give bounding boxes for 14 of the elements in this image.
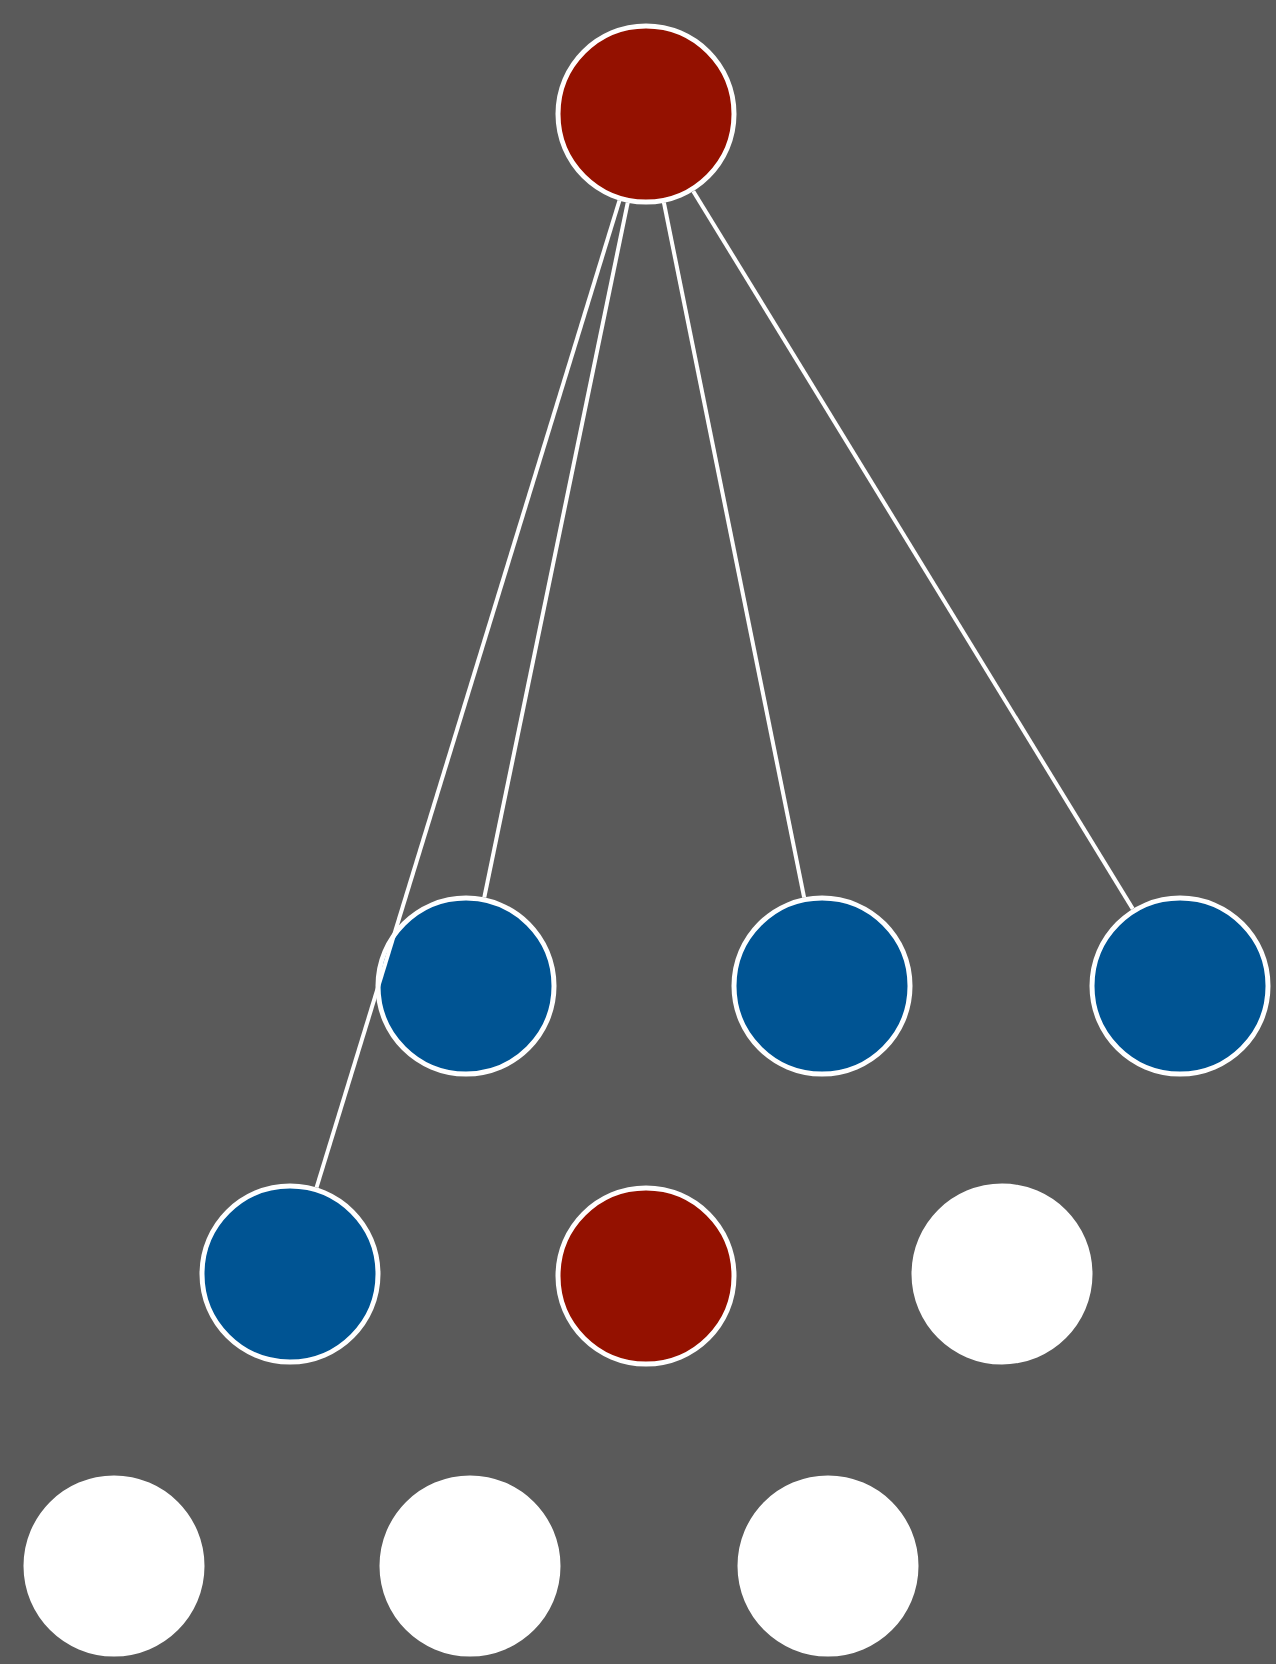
circle-node <box>555 23 737 205</box>
circle-node <box>737 1475 919 1657</box>
connector-line <box>482 202 630 898</box>
connector-line <box>691 190 1135 910</box>
circle-node <box>1089 895 1271 1077</box>
circle-node <box>23 1475 205 1657</box>
circle-node <box>911 1183 1093 1365</box>
circle-node <box>555 1185 737 1367</box>
circle-node <box>731 895 913 1077</box>
circle-node <box>379 1475 561 1657</box>
circle-node <box>199 1183 381 1365</box>
connector-line <box>661 202 807 898</box>
circle-node <box>375 895 557 1077</box>
connector-line <box>314 199 622 1189</box>
